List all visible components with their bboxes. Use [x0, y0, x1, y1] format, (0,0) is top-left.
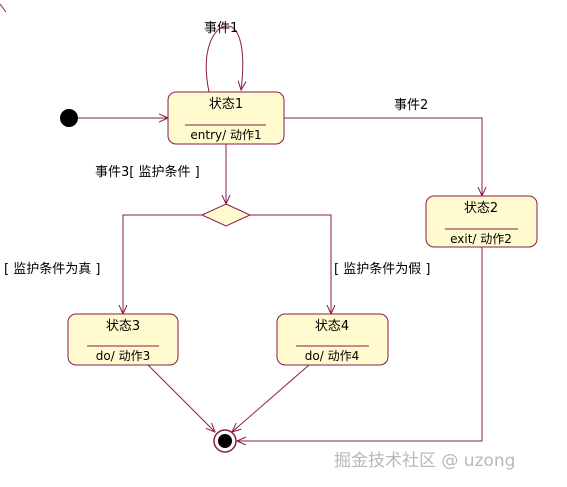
final-state	[213, 429, 237, 453]
state-1-action: entry/ 动作1	[190, 128, 261, 142]
label-s1-to-s2: 事件2	[394, 98, 428, 113]
state-1: 状态1 entry/ 动作1	[167, 91, 285, 145]
state-3-name: 状态3	[106, 319, 140, 334]
transition-decision-to-s4	[250, 214, 331, 314]
transition-s3-to-final	[147, 364, 215, 432]
label-decision-to-s3: [ 监护条件为真 ]	[4, 261, 100, 277]
transition-decision-to-s3	[123, 214, 202, 314]
decision-node	[200, 203, 252, 227]
transition-s1-to-s2	[284, 117, 482, 196]
label-self-loop: 事件1	[204, 21, 238, 36]
initial-state	[60, 109, 78, 127]
transition-s1-self-loop	[205, 25, 243, 93]
state-3: 状态3 do/ 动作3	[67, 313, 179, 366]
state-3-action: do/ 动作3	[96, 349, 150, 363]
label-decision-to-s4: [ 监护条件为假 ]	[334, 261, 430, 277]
state-4: 状态4 do/ 动作4	[276, 313, 389, 366]
transition-s4-to-final	[232, 364, 310, 432]
corner-mark	[0, 3, 7, 13]
state-2: 状态2 exit/ 动作2	[425, 195, 538, 248]
state-4-name: 状态4	[315, 319, 349, 334]
watermark: 掘金技术社区 @ uzong	[334, 451, 515, 471]
label-s1-to-decision: 事件3[ 监护条件 ]	[95, 164, 200, 180]
state-2-name: 状态2	[464, 201, 498, 216]
transition-s2-to-final	[237, 247, 483, 441]
state-4-action: do/ 动作4	[305, 349, 359, 363]
state-2-action: exit/ 动作2	[450, 232, 512, 246]
state-1-name: 状态1	[209, 97, 243, 112]
